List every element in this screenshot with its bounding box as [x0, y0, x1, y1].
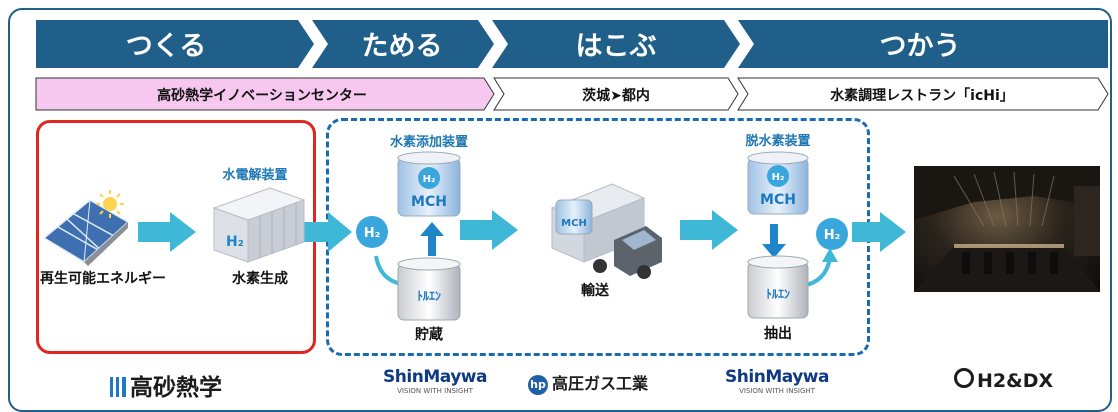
toluene-label: ﾄﾙｴﾝ	[766, 287, 790, 301]
h2dx-mark-icon	[954, 368, 974, 388]
h2dx-logo: H2&DX	[954, 368, 1053, 392]
solar-panel-icon	[42, 199, 130, 266]
mch-label: MCH	[760, 192, 796, 208]
sublabel-band-restaurant	[737, 77, 1109, 111]
arrow-right-icon	[460, 210, 518, 250]
toluene-label: ﾄﾙｴﾝ	[417, 289, 441, 303]
stage-tab-tsukau	[738, 20, 1108, 68]
h2-circle-icon	[816, 218, 848, 250]
dehydrogenation-device-label: 脱水素装置	[745, 134, 811, 149]
mch-label: MCH	[561, 218, 587, 229]
electrolyzer-icon	[212, 187, 306, 263]
h2-mark: H₂	[226, 234, 244, 250]
mch-tank-icon	[397, 151, 461, 217]
toluene-tank-icon	[397, 257, 461, 321]
toluene-tank-icon	[747, 255, 809, 319]
shinmaywa-logo-text: ShinMaywa	[725, 367, 829, 387]
mch-tank-icon	[747, 151, 809, 215]
storage-label: 貯蔵	[415, 327, 443, 343]
arrow-right-icon	[852, 212, 906, 252]
shinmaywa-logo-text: ShinMaywa	[383, 367, 487, 387]
h2-mark: H₂	[824, 228, 841, 243]
electrolyzer-label: 水電解装置	[222, 168, 288, 183]
renewable-energy-label: 再生可能エネルギー	[40, 271, 166, 287]
shinmaywa-tagline: VISION WITH INSIGHT	[739, 387, 815, 395]
arrow-right-icon	[680, 210, 738, 250]
h2-mark: H₂	[772, 172, 785, 183]
shinmaywa-logo: ShinMaywa VISION WITH INSIGHT	[378, 368, 492, 396]
koatsu-mark-icon: hp	[528, 375, 548, 395]
takasago-logo: 高砂熱学	[110, 368, 222, 402]
h2-circle-icon	[356, 216, 388, 248]
arrow-right-icon	[138, 212, 196, 252]
hydrogen-generation-label: 水素生成	[232, 271, 288, 287]
sun-icon	[96, 190, 124, 218]
transport-label: 輸送	[581, 283, 609, 299]
hydrogenation-device-label: 水素添加装置	[389, 135, 468, 150]
arrow-up-icon	[420, 222, 444, 256]
restaurant-photo	[914, 166, 1100, 292]
takasago-mark-icon	[110, 377, 126, 397]
shinmaywa-tagline: VISION WITH INSIGHT	[397, 387, 473, 395]
extraction-label: 抽出	[764, 326, 792, 342]
h2dx-logo-text: H2&DX	[977, 370, 1054, 392]
arrow-right-icon	[300, 212, 352, 252]
h2-mark: H₂	[423, 174, 436, 185]
shinmaywa-logo: ShinMaywa VISION WITH INSIGHT	[720, 368, 834, 396]
stage-title: ためる	[362, 31, 443, 62]
sublabel-text: 高砂熱学イノベーションセンター	[157, 87, 367, 104]
stage-title: つくる	[126, 31, 206, 62]
stage-tab-tameru	[312, 20, 494, 68]
stage-tab-hakobu	[492, 20, 740, 68]
h2-mark: H₂	[364, 226, 381, 241]
truck-icon	[550, 183, 662, 279]
sublabel-band-route	[493, 77, 739, 111]
stage-tab-tsukuru	[36, 20, 314, 68]
restaurant-interior-image	[914, 166, 1100, 292]
mch-label: MCH	[411, 194, 447, 210]
koatsu-gas-logo-text: 高圧ガス工業	[552, 374, 649, 393]
sublabel-text: 水素調理レストラン「icHi」	[830, 87, 1014, 104]
takasago-logo-text: 高砂熱学	[130, 375, 222, 401]
sublabel-band-pink	[35, 77, 495, 111]
stage-title: つかう	[880, 31, 961, 62]
sublabel-text: 茨城➤都内	[582, 87, 650, 104]
stage-title: はこぶ	[576, 31, 657, 62]
arrow-down-icon	[762, 224, 786, 258]
